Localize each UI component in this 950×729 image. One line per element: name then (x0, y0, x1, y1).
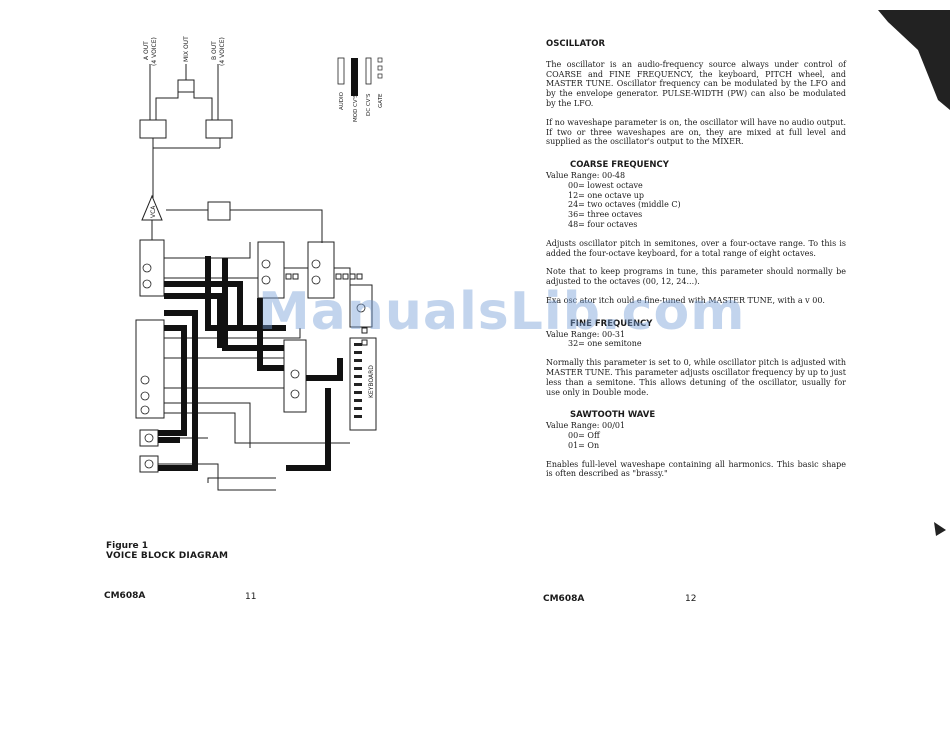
intro-paragraph-1: The oscillator is an audio-frequency sou… (546, 59, 846, 108)
watermark: ManualsLib.com (258, 282, 746, 342)
coarse-value: 12= one octave up (568, 190, 645, 200)
vca-label: VCA (150, 205, 157, 218)
coarse-value: 36= three octaves (568, 210, 643, 220)
a-out-label: A OUT (143, 41, 150, 60)
right-footer-model: CM608A (543, 594, 585, 604)
coarse-value: 48= four octaves (568, 219, 638, 229)
keyboard-label: KEYBOARD (368, 365, 375, 398)
coarse-value: 24= two octaves (middle C) (568, 200, 681, 210)
a-out-sub-label: (4 VOICE) (151, 37, 158, 66)
mixer-module (283, 339, 307, 413)
coarse-values: 00= lowest octave 12= one octave up 24= … (568, 181, 846, 230)
legend-mod-cv: MOD CV'S (353, 94, 359, 122)
fine-description: Normally this parameter is set to 0, whi… (546, 358, 846, 397)
keyboard-keys (354, 343, 362, 418)
b-out-label: B OUT (211, 41, 218, 60)
intro-paragraph-2: If no waveshape parameter is on, the osc… (546, 117, 846, 147)
coarse-range: Value Range: 00-48 (546, 170, 626, 180)
voice-a-box (139, 119, 167, 139)
mix-out-label: MIX OUT (183, 36, 190, 62)
fine-heading: FINE FREQUENCY (570, 318, 653, 329)
voice-b-box (205, 119, 233, 139)
keyboard-block (349, 337, 377, 431)
voice-block-diagram: A OUT (4 VOICE) MIX OUT B OUT (4 VOICE) … (135, 36, 384, 491)
b-out-sub-label: (4 VOICE) (219, 37, 226, 66)
scan-edge-mark (934, 522, 946, 536)
scan-corner-shadow (878, 10, 950, 110)
mod-module (349, 284, 373, 328)
legend-dc-cv: DC CV'S (366, 93, 372, 116)
saw-value: 01= On (568, 440, 600, 450)
figure-number: Figure 1 (106, 541, 149, 551)
pitch-wheel-module (139, 455, 159, 473)
saw-heading: SAWTOOTH WAVE (570, 410, 656, 421)
noise-module (139, 429, 159, 447)
fine-values: 32= one semitone (568, 339, 846, 349)
coarse-description: Adjusts oscillator pitch in semitones, o… (546, 238, 846, 258)
saw-values: 00= Off 01= On (568, 431, 846, 451)
figure-title: VOICE BLOCK DIAGRAM (106, 551, 229, 561)
left-page-number: 11 (245, 592, 257, 602)
section-title: OSCILLATOR (546, 39, 606, 49)
right-page-text: OSCILLATOR The oscillator is an audio-fr… (546, 39, 846, 488)
mix-out-box (177, 79, 195, 93)
coarse-note: Note that to keep programs in tune, this… (546, 267, 846, 287)
signal-legend: AUDIO MOD CV'S DC CV'S GATE (337, 57, 384, 122)
legend-gate: GATE (378, 93, 384, 108)
saw-range: Value Range: 00/01 (546, 421, 626, 431)
env-module (307, 241, 335, 299)
lfo-module (139, 239, 165, 297)
saw-value: 00= Off (568, 430, 600, 440)
fine-value: 32= one semitone (568, 339, 642, 349)
coarse-partial: Exa osc ator itch ould e fine-tuned with… (546, 295, 825, 305)
legend-audio: AUDIO (339, 91, 345, 110)
right-page-number: 12 (685, 594, 697, 604)
fine-range: Value Range: 00-31 (546, 329, 626, 339)
coarse-value: 00= lowest octave (568, 180, 643, 190)
oscillator-module (135, 319, 165, 419)
saw-description: Enables full-level waveshape containing … (546, 459, 846, 479)
coarse-heading: COARSE FREQUENCY (570, 160, 669, 171)
filter-module (257, 241, 285, 299)
left-footer-model: CM608A (104, 591, 146, 601)
